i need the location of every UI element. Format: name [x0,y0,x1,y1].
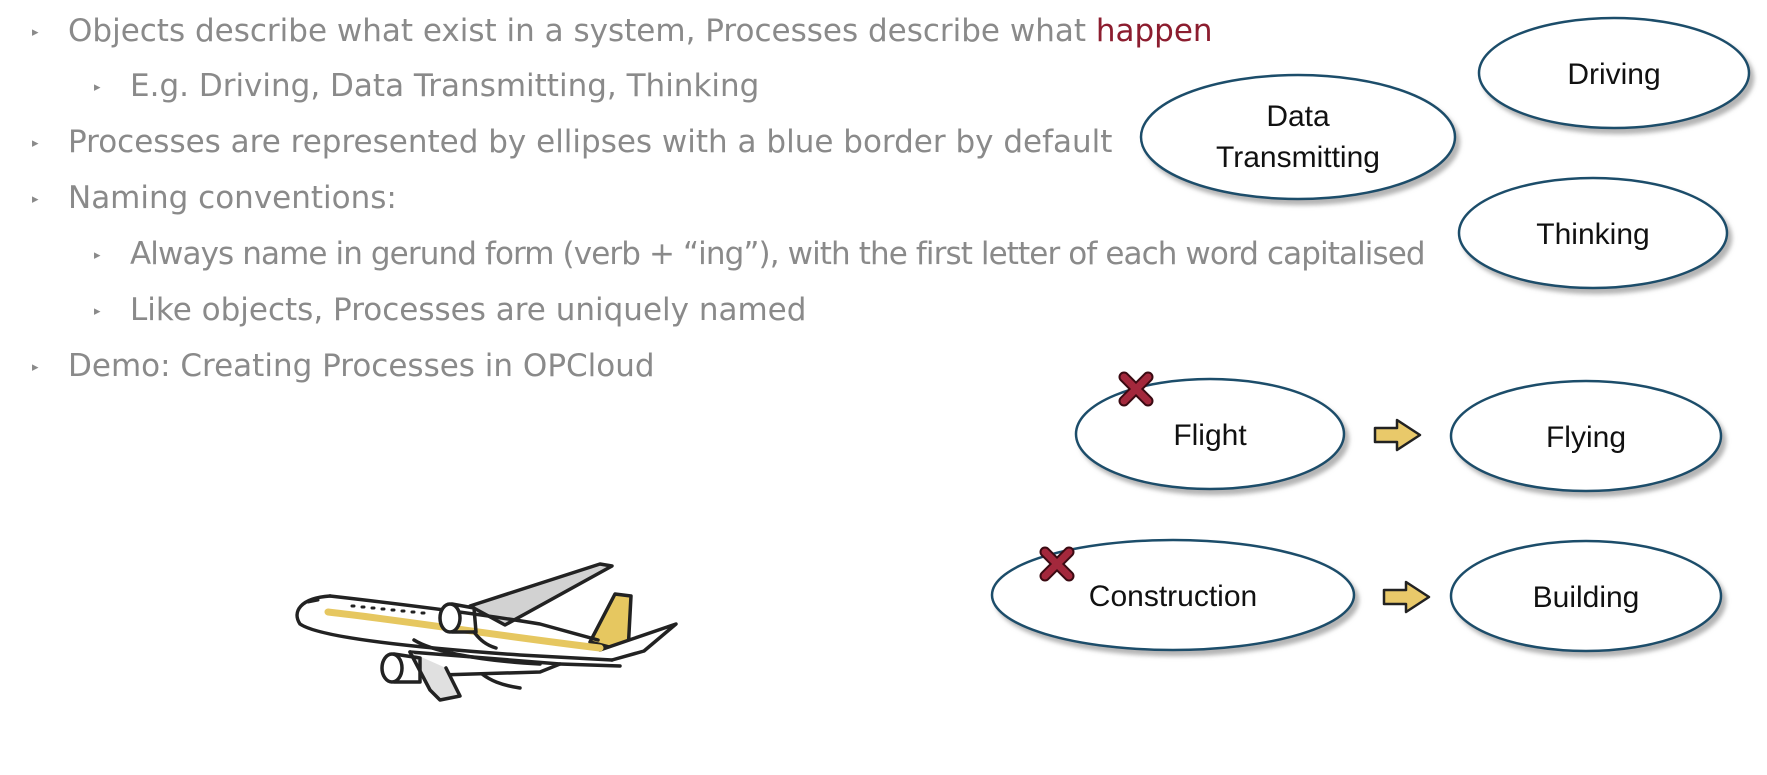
bullet-3-text: Naming conventions: [68,180,397,216]
process-label: Thinking [1536,218,1649,251]
bullet-icon: ▸ [32,192,39,207]
highlight-word: happen [1095,13,1213,49]
bullet-3a-text: Always name in gerund form (verb + “ing”… [130,236,1426,272]
bullet-icon: ▸ [32,360,39,375]
process-construction: Construction [990,538,1356,652]
process-driving: Driving [1477,16,1751,130]
process-label: Building [1533,581,1640,614]
process-label: Flight [1173,419,1247,452]
process-label: Data [1266,100,1330,133]
process-label: Driving [1567,58,1660,91]
process-label: Flying [1546,421,1626,454]
bullet-icon: ▸ [94,304,101,319]
bullet-icon: ▸ [32,136,39,151]
bullet-3b-text: Like objects, Processes are uniquely nam… [130,292,807,328]
bullet-2-text: Processes are represented by ellipses wi… [68,124,1113,160]
bullet-icon: ▸ [32,25,39,40]
process-flying: Flying [1449,379,1723,493]
process-thinking: Thinking [1457,176,1729,290]
airplane-icon [295,562,678,702]
red-cross-icon [1118,371,1154,407]
yellow-arrow-icon [1382,580,1431,614]
process-building: Building [1449,539,1723,653]
process-label: Transmitting [1216,141,1380,174]
bullet-1-text: Objects describe what exist in a system,… [68,13,1096,49]
yellow-arrow-icon [1373,418,1422,452]
process-label: Construction [1089,580,1257,613]
process-data-transmitting: Data Transmitting [1139,73,1457,201]
red-cross-icon [1039,546,1075,582]
bullet-icon: ▸ [94,248,101,263]
bullet-4-text: Demo: Creating Processes in OPCloud [68,348,655,384]
bullet-1a-text: E.g. Driving, Data Transmitting, Thinkin… [130,68,760,104]
bullet-icon: ▸ [94,80,101,95]
process-flight: Flight [1074,377,1346,491]
